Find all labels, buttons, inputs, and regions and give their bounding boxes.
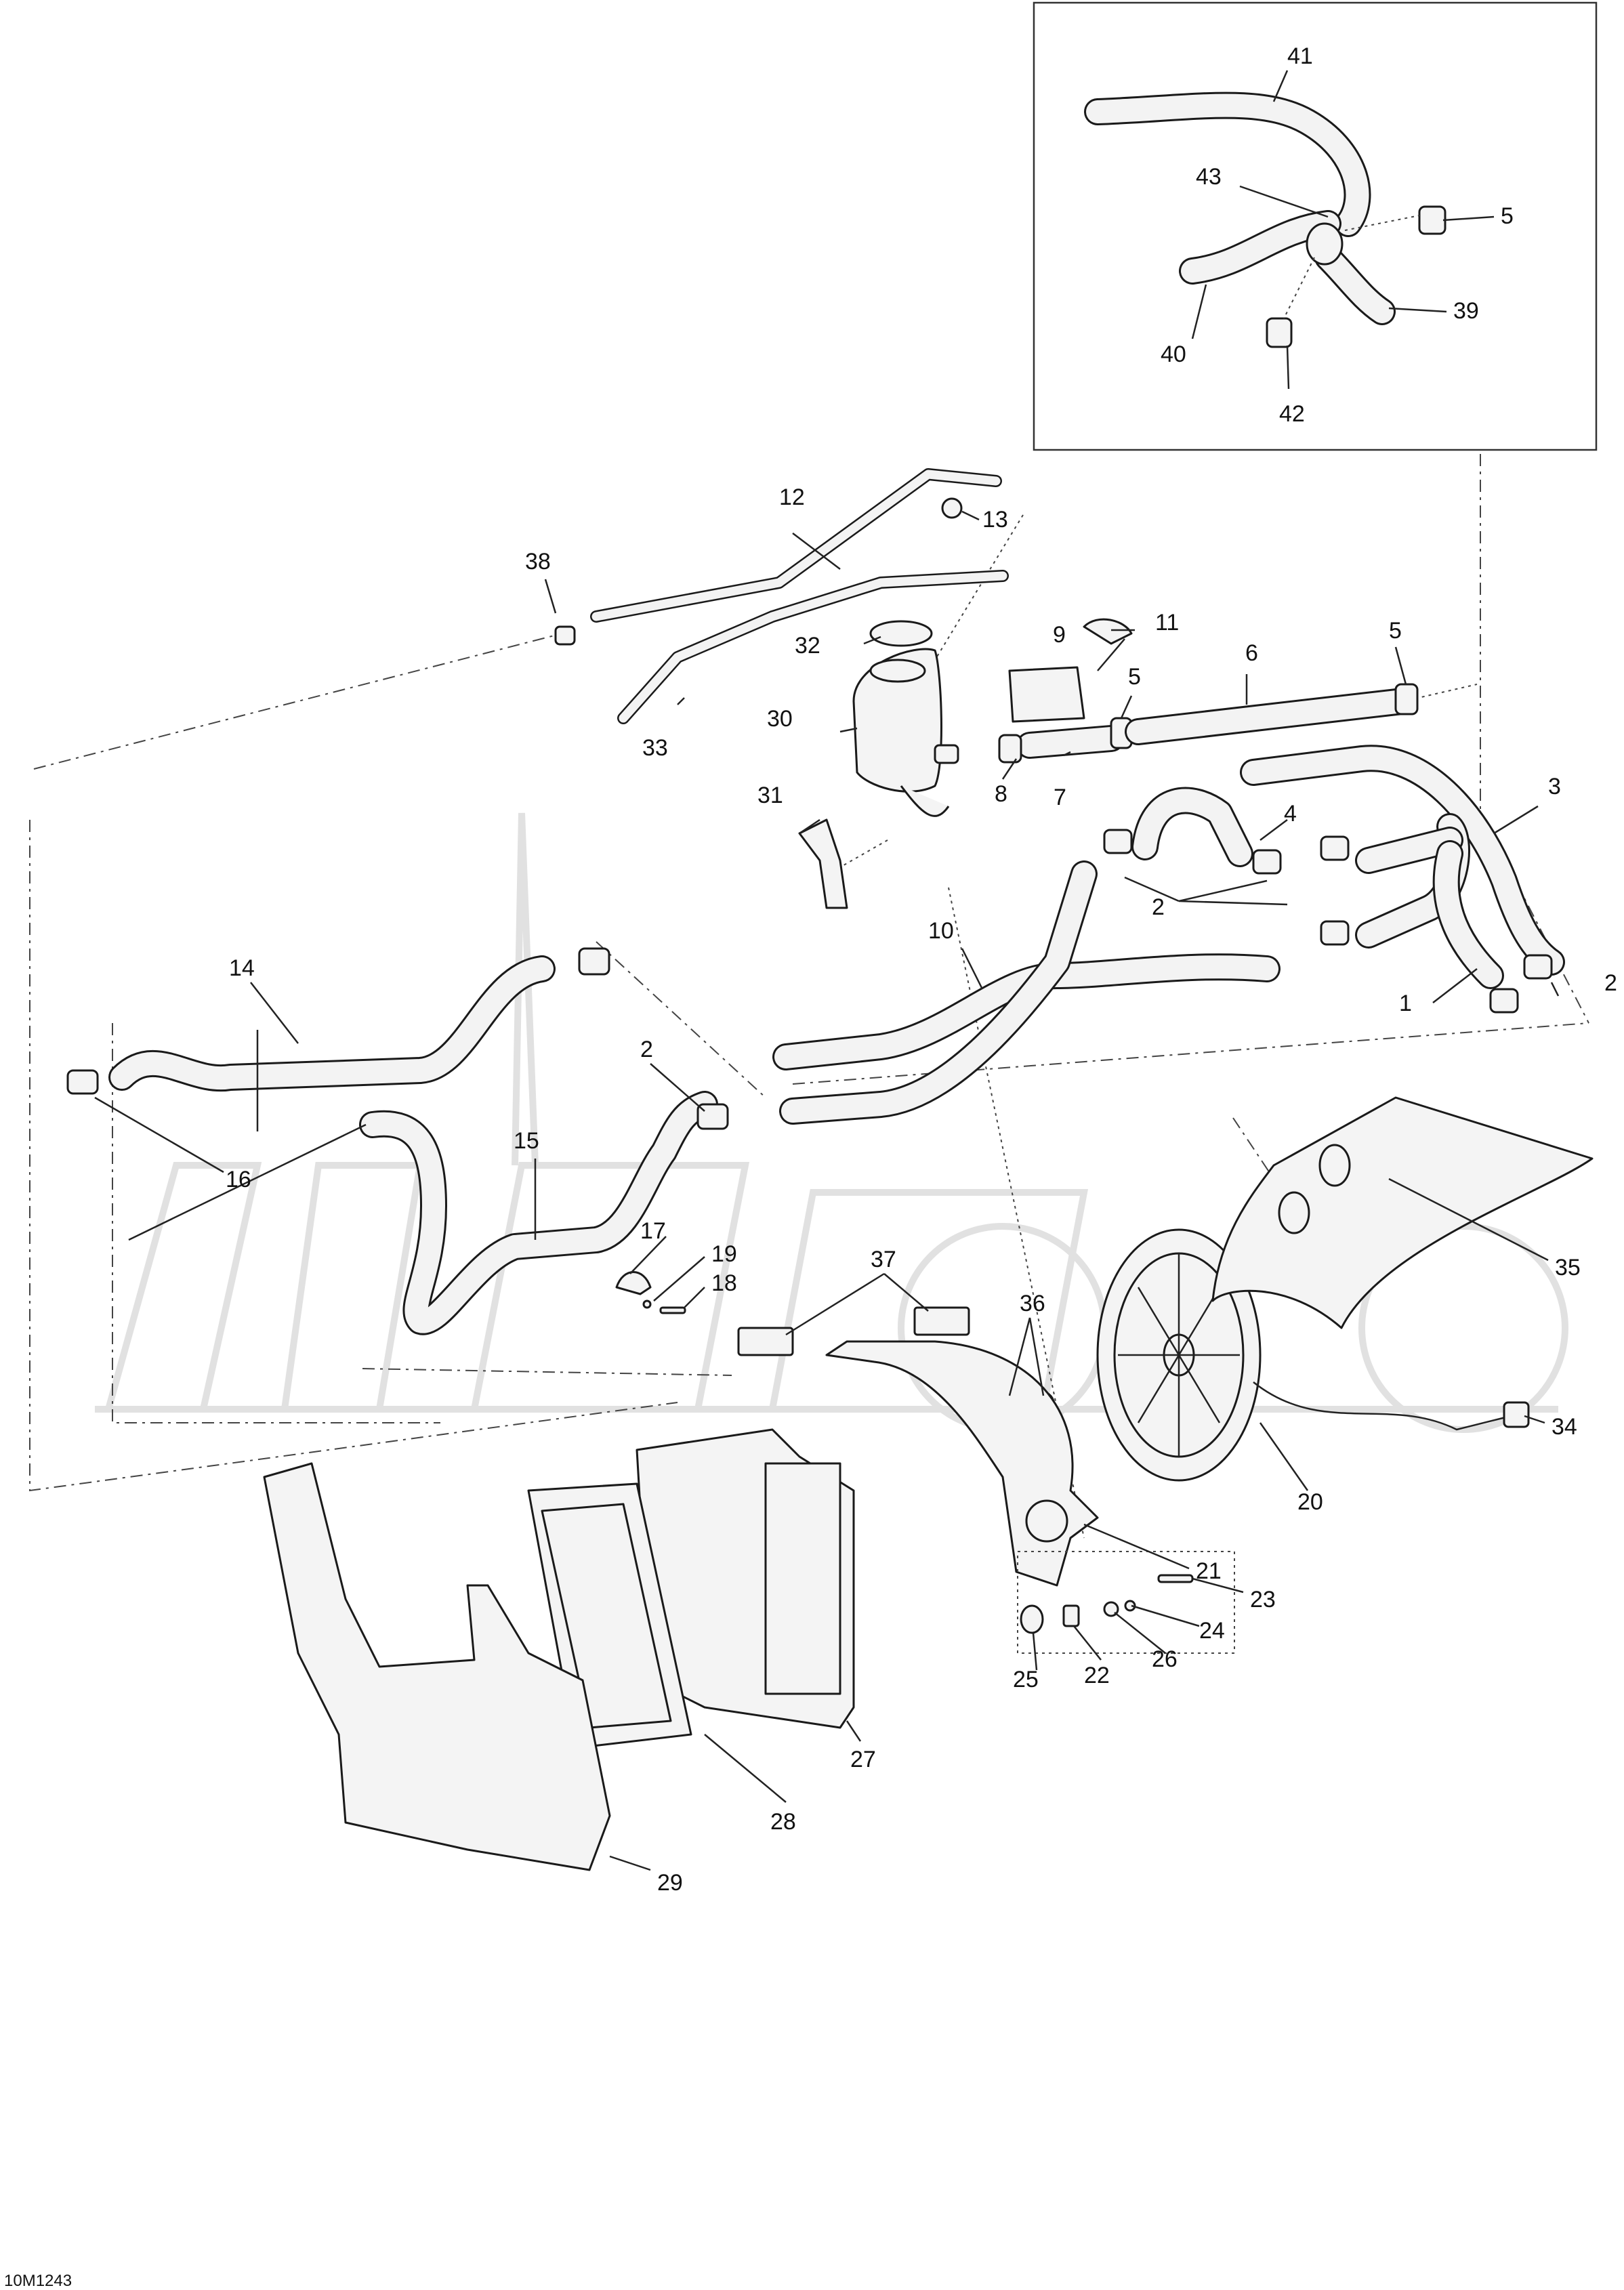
label-24: 24 (1199, 1618, 1225, 1644)
label-30: 30 (767, 706, 793, 732)
label-1: 1 (1399, 991, 1412, 1016)
part-33-vent-hose (554, 570, 1009, 724)
label-32: 32 (795, 633, 820, 659)
assembly-guide-lines (29, 454, 1589, 1539)
part-21-fan-shroud (825, 1340, 1099, 1587)
label-17: 17 (640, 1218, 666, 1244)
label-13: 13 (982, 507, 1008, 533)
inset-frame (1033, 1, 1598, 451)
label-33: 33 (642, 735, 668, 761)
part-10-main-hose (772, 860, 1281, 1125)
label-5-pipe-right: 5 (1389, 618, 1402, 644)
label-28: 28 (770, 1809, 796, 1835)
label-3: 3 (1548, 774, 1561, 799)
label-19: 19 (711, 1241, 737, 1267)
label-18: 18 (711, 1270, 737, 1296)
label-35: 35 (1555, 1255, 1581, 1281)
label-20: 20 (1297, 1489, 1323, 1515)
label-5-pipe-left: 5 (1128, 664, 1141, 690)
label-22: 22 (1084, 1663, 1110, 1688)
label-34: 34 (1552, 1414, 1577, 1440)
label-12: 12 (779, 484, 805, 510)
part-30-expansion-tank (798, 620, 959, 909)
part-20-cooling-fan (1096, 1228, 1530, 1482)
part-29-side-panel (263, 1462, 611, 1871)
label-5-inset: 5 (1501, 203, 1514, 229)
label-9: 9 (1053, 622, 1066, 648)
parts-1-3-4-hoses (1103, 745, 1565, 1014)
hardware-kit-22-to-26 (1017, 1551, 1235, 1654)
label-36: 36 (1020, 1291, 1045, 1316)
label-40: 40 (1161, 341, 1186, 367)
label-27: 27 (850, 1747, 876, 1772)
label-37: 37 (871, 1247, 896, 1272)
label-2-far-right: 2 (1604, 970, 1617, 996)
label-6: 6 (1245, 640, 1258, 666)
part-15-hose (359, 1091, 729, 1335)
label-2-center: 2 (640, 1037, 653, 1062)
label-4: 4 (1284, 801, 1297, 827)
callout-labels: 41 43 5 39 40 42 12 13 38 9 11 32 6 5 5 … (4, 43, 1617, 2290)
label-11: 11 (1155, 610, 1179, 636)
part-27-radiator (636, 1428, 855, 1729)
parts-6-to-11-hose-pipe-group (998, 618, 1419, 764)
label-23: 23 (1250, 1587, 1276, 1612)
label-29: 29 (657, 1870, 683, 1896)
label-25: 25 (1013, 1667, 1039, 1692)
label-10: 10 (928, 918, 954, 944)
label-2-right-top: 2 (1152, 894, 1165, 920)
label-38: 38 (525, 549, 551, 575)
label-14: 14 (229, 955, 255, 981)
label-15: 15 (514, 1128, 539, 1154)
label-41: 41 (1287, 43, 1313, 69)
part-14-hose (66, 947, 610, 1095)
reference-code: 10M1243 (4, 2272, 72, 2290)
label-8: 8 (995, 781, 1007, 807)
label-39: 39 (1453, 298, 1479, 324)
label-7: 7 (1054, 785, 1066, 810)
label-42: 42 (1279, 401, 1305, 427)
label-31: 31 (757, 783, 783, 808)
callout-leader-lines (94, 70, 1560, 1871)
label-16: 16 (226, 1167, 251, 1192)
label-21: 21 (1196, 1558, 1222, 1584)
label-43: 43 (1196, 164, 1222, 190)
part-35-deflector-panel (1211, 1096, 1594, 1329)
part-12-overflow-hose (590, 468, 1002, 623)
inset-hose-assembly (1084, 91, 1446, 348)
label-26: 26 (1152, 1646, 1178, 1672)
